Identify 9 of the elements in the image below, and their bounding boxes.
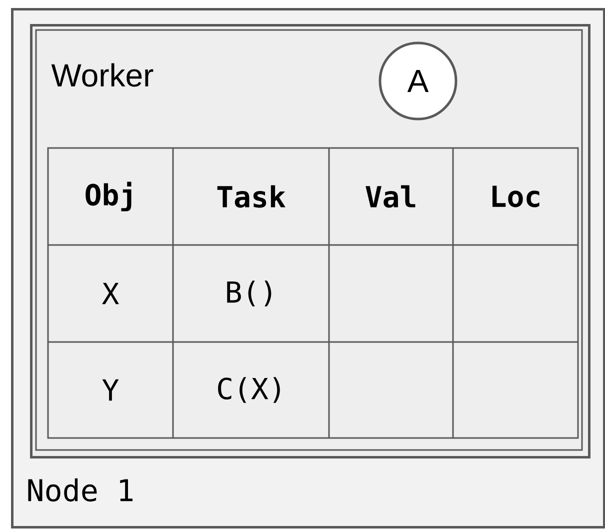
- column-header: Obj: [86, 182, 132, 212]
- column-header: Task: [217, 185, 286, 208]
- table-cell: C(X): [218, 377, 280, 403]
- column-header: Val: [366, 185, 416, 208]
- table-cell: B(): [227, 280, 272, 306]
- table-cell: Y: [102, 379, 119, 401]
- circle-node: A: [378, 42, 458, 120]
- table-cell: X: [102, 282, 119, 304]
- column-header: Loc: [492, 186, 540, 208]
